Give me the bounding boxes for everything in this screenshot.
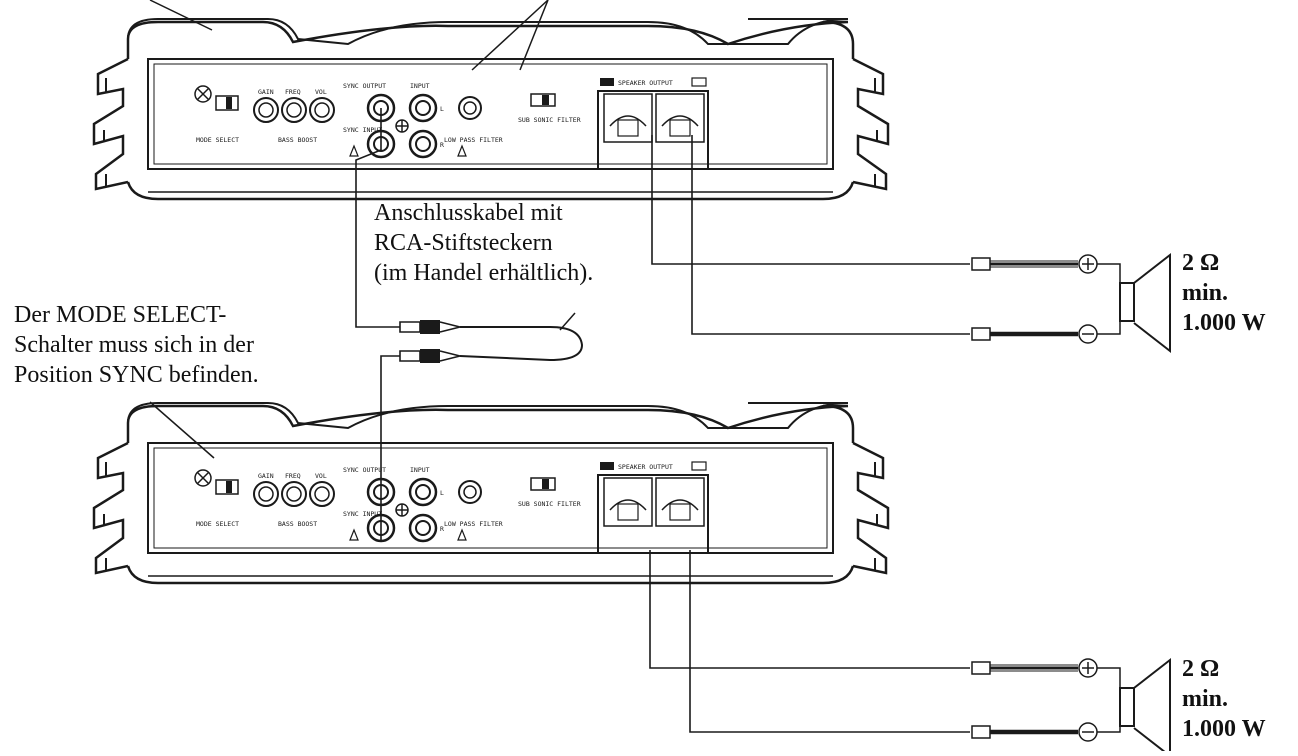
cable-note: Anschlusskabel mit RCA-Stiftsteckern (im…: [374, 198, 593, 288]
label-sub-sonic-filter: SUB SONIC FILTER: [518, 500, 581, 508]
label-bass-boost: BASS BOOST: [278, 520, 317, 528]
amplifier-bottom: [92, 401, 890, 585]
label-sync-input: SYNC INPUT: [343, 510, 382, 518]
speaker-power: 1.000 W: [1182, 310, 1266, 336]
speaker-impedance: 2 Ω: [1182, 250, 1220, 276]
speaker-bottom: [1119, 659, 1171, 756]
label-input: INPUT: [410, 82, 430, 90]
label-channel-l: L: [440, 489, 444, 497]
label-input: INPUT: [410, 466, 430, 474]
label-gain: GAIN: [258, 88, 274, 96]
label-vol: VOL: [315, 472, 327, 480]
label-mode-select: MODE SELECT: [196, 136, 239, 144]
speaker-spec-top: 2 Ω min. 1.000 W: [1182, 248, 1266, 338]
cable-note-line: (im Handel erhältlich).: [374, 260, 594, 286]
label-sync-input: SYNC INPUT: [343, 126, 382, 134]
label-channel-r: R: [440, 525, 444, 533]
label-mode-select: MODE SELECT: [196, 520, 239, 528]
label-gain: GAIN: [258, 472, 274, 480]
mode-note-line: Der MODE SELECT-: [14, 302, 227, 328]
label-channel-l: L: [440, 105, 444, 113]
label-sync-output: SYNC OUTPUT: [343, 466, 386, 474]
cable-note-line: RCA-Stiftsteckern: [374, 230, 553, 256]
cable-note-line: Anschlusskabel mit: [374, 200, 563, 226]
speaker-spec-bottom: 2 Ω min. 1.000 W: [1182, 654, 1266, 744]
label-speaker-output: SPEAKER OUTPUT: [618, 463, 673, 471]
mode-select-note: Der MODE SELECT- Schalter muss sich in d…: [14, 300, 259, 390]
speaker-impedance: 2 Ω: [1182, 656, 1220, 682]
label-low-pass-filter: LOW PASS FILTER: [444, 520, 503, 528]
speaker-min: min.: [1182, 280, 1229, 306]
label-freq: FREQ: [285, 88, 301, 96]
mode-note-line: Position SYNC befinden.: [14, 362, 259, 388]
label-vol: VOL: [315, 88, 327, 96]
speaker-power: 1.000 W: [1182, 716, 1266, 742]
speaker-top: [1119, 254, 1171, 352]
amplifier-top: [92, 17, 890, 201]
label-sync-output: SYNC OUTPUT: [343, 82, 386, 90]
label-sub-sonic-filter: SUB SONIC FILTER: [518, 116, 581, 124]
label-low-pass-filter: LOW PASS FILTER: [444, 136, 503, 144]
speaker-min: min.: [1182, 686, 1229, 712]
label-speaker-output: SPEAKER OUTPUT: [618, 79, 673, 87]
label-bass-boost: BASS BOOST: [278, 136, 317, 144]
mode-note-line: Schalter muss sich in der: [14, 332, 254, 358]
label-channel-r: R: [440, 141, 444, 149]
label-freq: FREQ: [285, 472, 301, 480]
